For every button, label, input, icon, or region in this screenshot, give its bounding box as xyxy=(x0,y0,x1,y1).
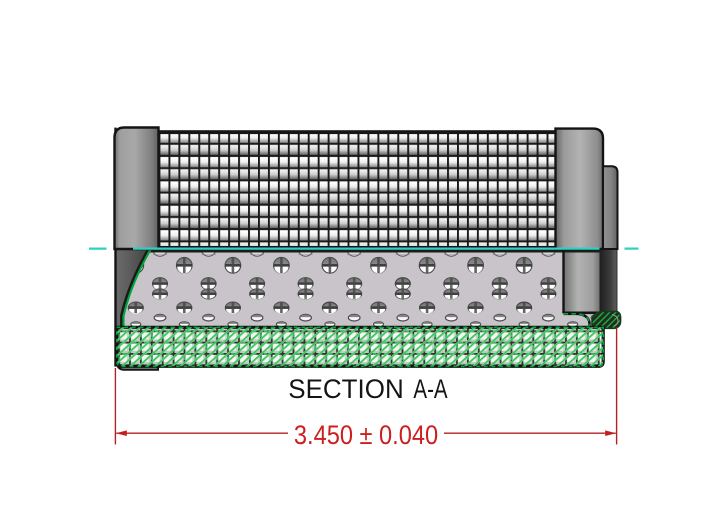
svg-text:A-A: A-A xyxy=(413,374,447,404)
svg-text:SECTION: SECTION xyxy=(288,374,403,404)
svg-text:3.450 ± 0.040: 3.450 ± 0.040 xyxy=(294,420,438,450)
